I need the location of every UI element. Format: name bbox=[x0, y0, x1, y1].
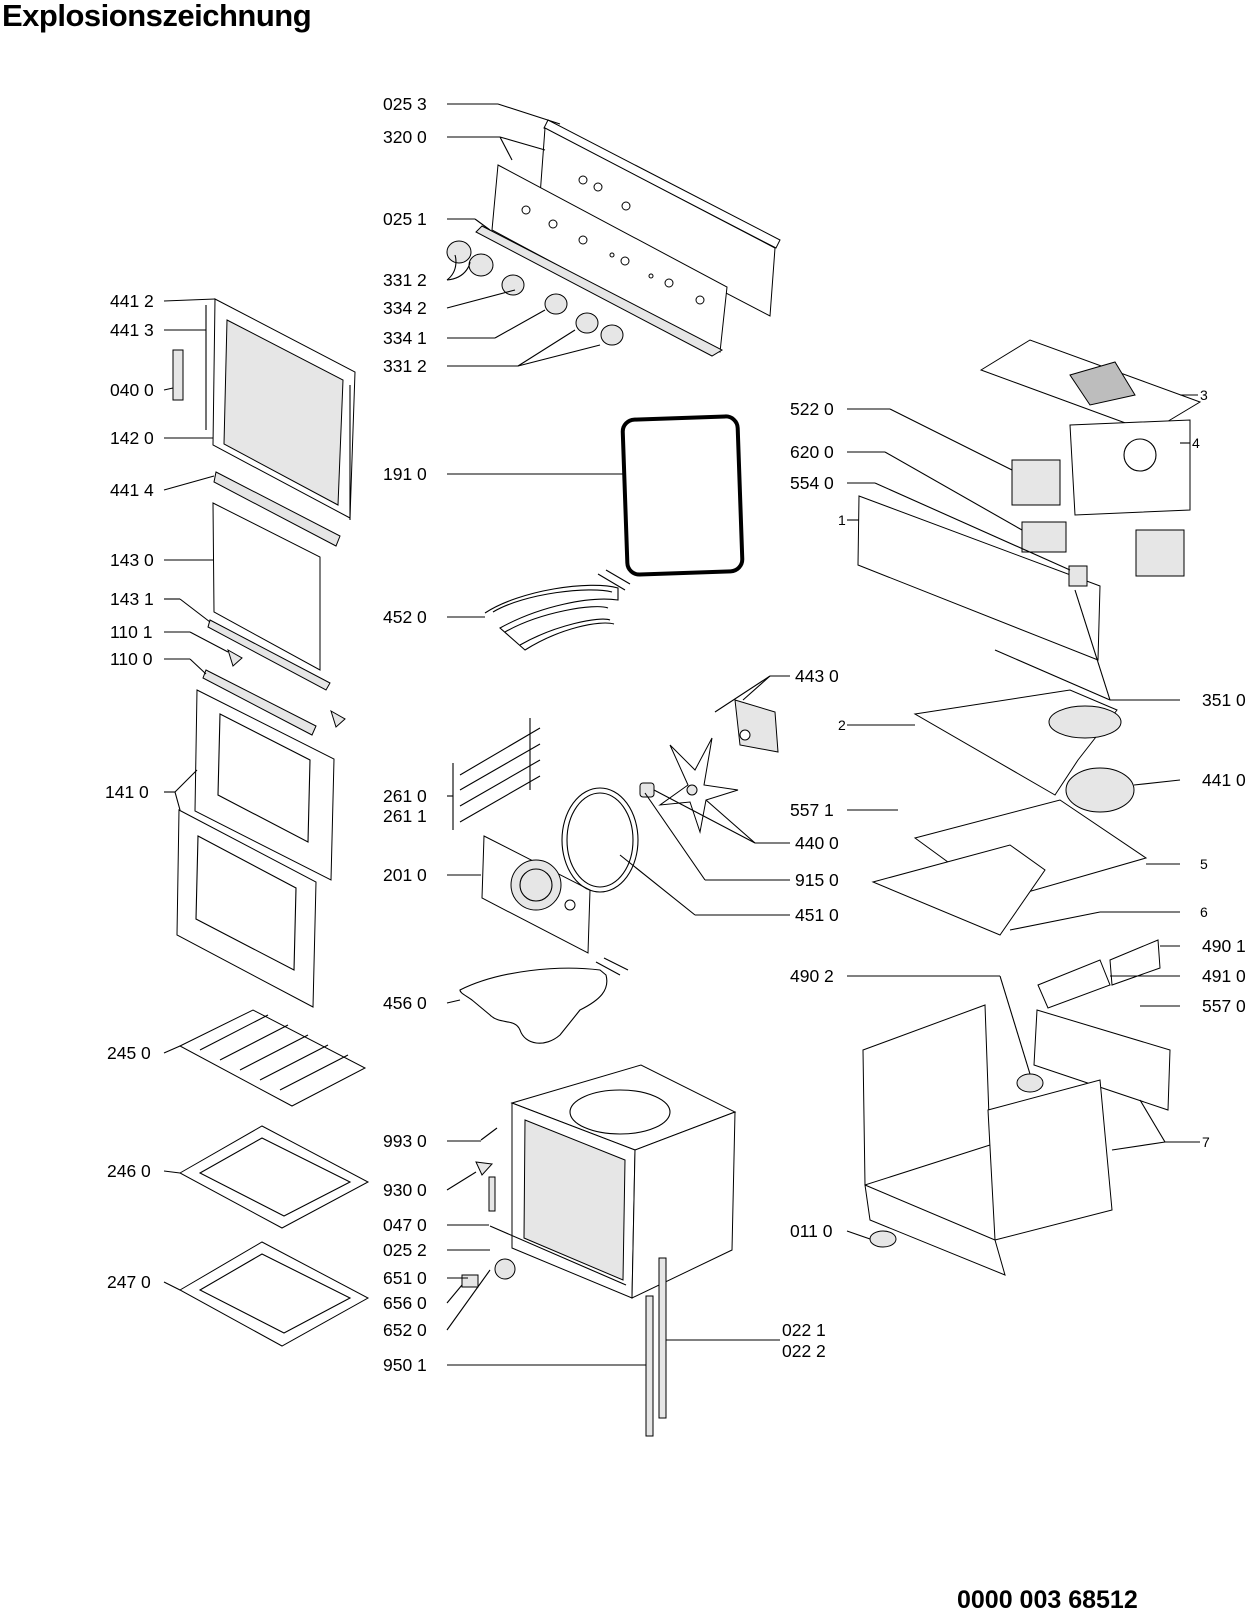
callout-915-0: 915 0 bbox=[795, 870, 839, 890]
callout-331-2a: 331 2 bbox=[383, 270, 427, 290]
callout-440-0: 440 0 bbox=[795, 833, 839, 853]
door-frame-assembly bbox=[205, 298, 356, 520]
small-fasteners bbox=[461, 1127, 627, 1288]
callout-143-0: 143 0 bbox=[110, 550, 154, 570]
callout-246-0: 246 0 bbox=[107, 1161, 151, 1181]
callout-451-0: 451 0 bbox=[795, 905, 839, 925]
callout-047-0: 047 0 bbox=[383, 1215, 427, 1235]
callout-labels: 025 3 320 0 025 1 331 2 334 2 334 1 331 … bbox=[105, 94, 1246, 1375]
oven-cavity bbox=[510, 1064, 737, 1299]
side-rails bbox=[645, 1257, 667, 1437]
callout-456-0: 456 0 bbox=[383, 993, 427, 1013]
outer-door-glass bbox=[176, 689, 335, 1008]
callout-022-1: 022 1 bbox=[782, 1320, 826, 1340]
oven-housing bbox=[862, 1004, 1113, 1276]
callout-652-0: 652 0 bbox=[383, 1320, 427, 1340]
callout-7: 7 bbox=[1202, 1134, 1210, 1150]
connector-board bbox=[1033, 959, 1171, 1111]
callout-443-0: 443 0 bbox=[795, 666, 839, 686]
document-number: 0000 003 68512 bbox=[957, 1586, 1138, 1614]
callout-5: 5 bbox=[1200, 856, 1208, 872]
door-seal bbox=[620, 414, 745, 577]
switches bbox=[1011, 459, 1185, 577]
callout-143-1: 143 1 bbox=[110, 589, 154, 609]
callout-191-0: 191 0 bbox=[383, 464, 427, 484]
callout-6: 6 bbox=[1200, 904, 1208, 920]
callout-351-0: 351 0 bbox=[1202, 690, 1246, 710]
control-panel-top-strip bbox=[543, 119, 781, 249]
door-handle-bar bbox=[202, 619, 346, 736]
callout-490-2: 490 2 bbox=[790, 966, 834, 986]
control-knobs bbox=[446, 240, 624, 346]
callout-201-0: 201 0 bbox=[383, 865, 427, 885]
wire-rack bbox=[178, 1009, 367, 1107]
callout-025-3: 025 3 bbox=[383, 94, 427, 114]
callout-620-0: 620 0 bbox=[790, 442, 834, 462]
callout-554-0: 554 0 bbox=[790, 473, 834, 493]
callout-022-2: 022 2 bbox=[782, 1341, 826, 1361]
control-panel-fascia bbox=[491, 127, 776, 353]
callout-011-0: 011 0 bbox=[790, 1221, 833, 1241]
callout-247-0: 247 0 bbox=[107, 1272, 151, 1292]
callout-142-0: 142 0 bbox=[110, 428, 154, 448]
shelf-runners bbox=[452, 718, 541, 830]
callout-491-0: 491 0 bbox=[1202, 966, 1246, 986]
control-module bbox=[1069, 419, 1191, 516]
callout-334-1: 334 1 bbox=[383, 328, 427, 348]
grill-heating-element bbox=[484, 569, 631, 651]
baking-tray bbox=[178, 1125, 370, 1229]
fan-motor bbox=[734, 699, 779, 753]
door-vent-strip bbox=[213, 471, 341, 547]
callout-141-0: 141 0 bbox=[105, 782, 149, 802]
callout-452-0: 452 0 bbox=[383, 607, 427, 627]
thermostat bbox=[1068, 565, 1088, 587]
callout-334-2: 334 2 bbox=[383, 298, 427, 318]
callout-3: 3 bbox=[1200, 387, 1208, 403]
callout-110-1: 110 1 bbox=[110, 622, 153, 642]
callout-522-0: 522 0 bbox=[790, 399, 834, 419]
callout-441-3: 441 3 bbox=[110, 320, 154, 340]
fan-cover-panel bbox=[481, 835, 591, 954]
callout-4: 4 bbox=[1192, 435, 1200, 451]
callout-557-0: 557 0 bbox=[1202, 996, 1246, 1016]
callout-1: 1 bbox=[838, 512, 846, 528]
door-hinge bbox=[172, 349, 184, 401]
callout-557-1: 557 1 bbox=[790, 800, 834, 820]
circular-heating-element bbox=[561, 787, 639, 893]
callout-993-0: 993 0 bbox=[383, 1131, 427, 1151]
callout-441-2: 441 2 bbox=[110, 291, 154, 311]
callout-2: 2 bbox=[838, 717, 846, 733]
callout-930-0: 930 0 bbox=[383, 1180, 427, 1200]
inner-door-glass bbox=[212, 502, 321, 671]
callout-040-0: 040 0 bbox=[110, 380, 154, 400]
page-title: Explosionszeichnung bbox=[2, 0, 312, 33]
control-panel-bottom-trim bbox=[475, 225, 724, 357]
callout-025-1: 025 1 bbox=[383, 209, 427, 229]
fan-blade bbox=[639, 737, 739, 834]
lower-heating-element bbox=[459, 957, 629, 1044]
callout-441-0: 441 0 bbox=[1202, 770, 1246, 790]
top-cover-plate bbox=[979, 339, 1202, 433]
insulation-panels bbox=[871, 799, 1161, 986]
callout-110-0: 110 0 bbox=[110, 649, 153, 669]
rear-panel bbox=[913, 689, 1122, 796]
deep-baking-tray bbox=[178, 1241, 370, 1347]
callout-261-0: 261 0 bbox=[383, 786, 427, 806]
callout-651-0: 651 0 bbox=[383, 1268, 427, 1288]
callout-441-4: 441 4 bbox=[110, 480, 154, 500]
leader-lines bbox=[163, 103, 1200, 1366]
callout-331-2b: 331 2 bbox=[383, 356, 427, 376]
callout-656-0: 656 0 bbox=[383, 1293, 427, 1313]
cooling-fan bbox=[1065, 767, 1135, 813]
callout-950-1: 950 1 bbox=[383, 1355, 427, 1375]
control-bracket bbox=[857, 495, 1101, 661]
callout-245-0: 245 0 bbox=[107, 1043, 151, 1063]
callout-261-1: 261 1 bbox=[383, 806, 427, 826]
callout-025-2: 025 2 bbox=[383, 1240, 427, 1260]
callout-490-1: 490 1 bbox=[1202, 936, 1246, 956]
callout-320-0: 320 0 bbox=[383, 127, 427, 147]
